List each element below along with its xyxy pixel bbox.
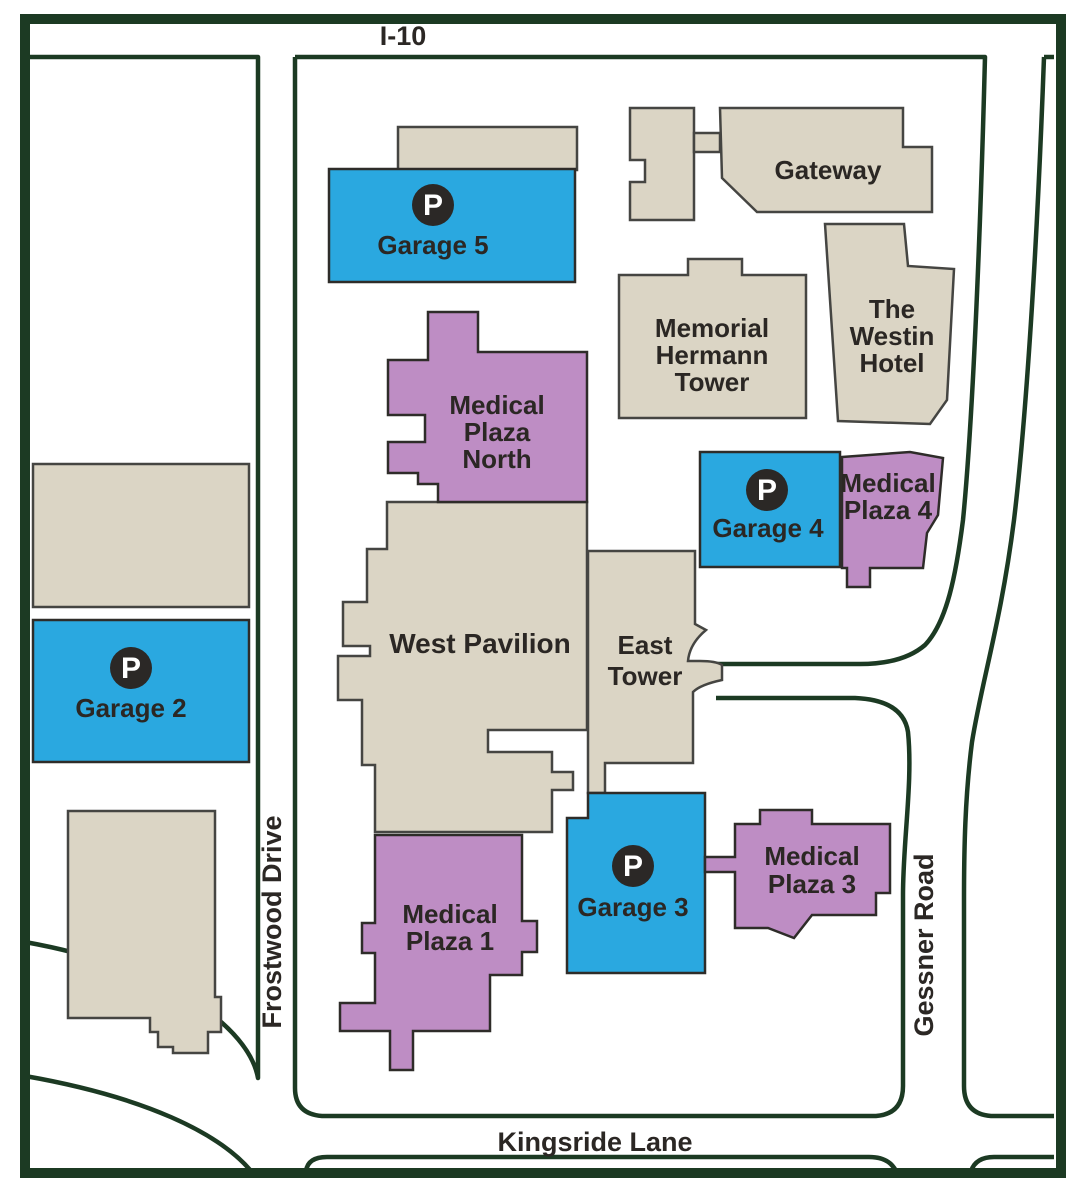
building-medical-plaza-3 <box>703 808 892 940</box>
block-outline-central-south <box>292 57 912 1119</box>
label-garage-5: Garage 5 <box>377 230 488 260</box>
road-label-kingsride-lane: Kingsride Lane <box>497 1127 692 1157</box>
label-west-pavilion: West Pavilion <box>389 628 571 659</box>
parking-icons: P P P P <box>110 184 788 887</box>
parking-letter: P <box>623 850 643 883</box>
label-memorial-hermann-line3: Tower <box>675 367 750 397</box>
building-east-tower <box>586 549 724 795</box>
label-medical-plaza-north-line1: Medical <box>449 390 544 420</box>
label-east-tower-line2: Tower <box>608 661 683 691</box>
building-medical-plaza-4 <box>840 450 945 589</box>
label-memorial-hermann-line1: Memorial <box>655 313 769 343</box>
label-medical-plaza-north-line3: North <box>462 444 531 474</box>
labels: I-10 Frostwood Drive Gessner Road Kingsr… <box>75 21 939 1157</box>
parking-letter: P <box>423 189 443 222</box>
label-garage-2: Garage 2 <box>75 693 186 723</box>
parking-icon: P <box>412 184 454 226</box>
parking-letter: P <box>757 474 777 507</box>
block-outline-south-strip <box>303 1154 899 1173</box>
block-outline-southwest-strip <box>24 1073 253 1173</box>
label-gateway: Gateway <box>775 155 882 185</box>
road-label-frostwood-drive: Frostwood Drive <box>257 815 287 1028</box>
map-border <box>20 14 1066 1178</box>
building-unnamed-west-north <box>31 462 251 609</box>
building-gateway-bridge <box>692 131 722 154</box>
medical-plazas <box>338 310 945 1072</box>
building-medical-plaza-1 <box>338 833 539 1072</box>
building-gateway-west-wing <box>628 106 696 222</box>
building-behind-garage-5 <box>396 125 579 172</box>
label-medical-plaza-3-line1: Medical <box>764 841 859 871</box>
block-outline-central-north <box>295 54 988 667</box>
label-medical-plaza-1-line2: Plaza 1 <box>406 926 494 956</box>
label-garage-4: Garage 4 <box>712 513 824 543</box>
label-memorial-hermann-line2: Hermann <box>656 340 769 370</box>
parking-icon: P <box>110 647 152 689</box>
block-outline-east <box>961 54 1054 1119</box>
parking-icon: P <box>746 469 788 511</box>
building-west-pavilion <box>336 500 589 834</box>
building-gateway <box>718 106 934 214</box>
label-medical-plaza-4-line1: Medical <box>840 468 935 498</box>
label-westin-line3: Hotel <box>860 348 925 378</box>
label-westin-line2: Westin <box>850 321 935 351</box>
label-medical-plaza-3-line2: Plaza 3 <box>768 869 856 899</box>
building-medical-plaza-north <box>386 310 589 504</box>
building-westin-hotel <box>823 222 956 426</box>
label-westin-line1: The <box>869 294 915 324</box>
parking-letter: P <box>121 652 141 685</box>
label-east-tower-line1: East <box>618 630 673 660</box>
label-medical-plaza-4-line2: Plaza 4 <box>844 495 933 525</box>
parking-icon: P <box>612 845 654 887</box>
garage-2-building <box>31 618 251 764</box>
building-unnamed-west-south <box>66 809 223 1055</box>
road-label-gessner-road: Gessner Road <box>909 853 939 1036</box>
label-medical-plaza-north-line2: Plaza <box>464 417 531 447</box>
road-network <box>20 14 1066 1178</box>
buildings-tan <box>31 106 956 1055</box>
label-medical-plaza-1-line1: Medical <box>402 899 497 929</box>
label-garage-3: Garage 3 <box>577 892 688 922</box>
road-label-i10: I-10 <box>380 21 427 51</box>
garage-5-building <box>327 167 577 284</box>
building-memorial-hermann-tower <box>617 257 808 420</box>
